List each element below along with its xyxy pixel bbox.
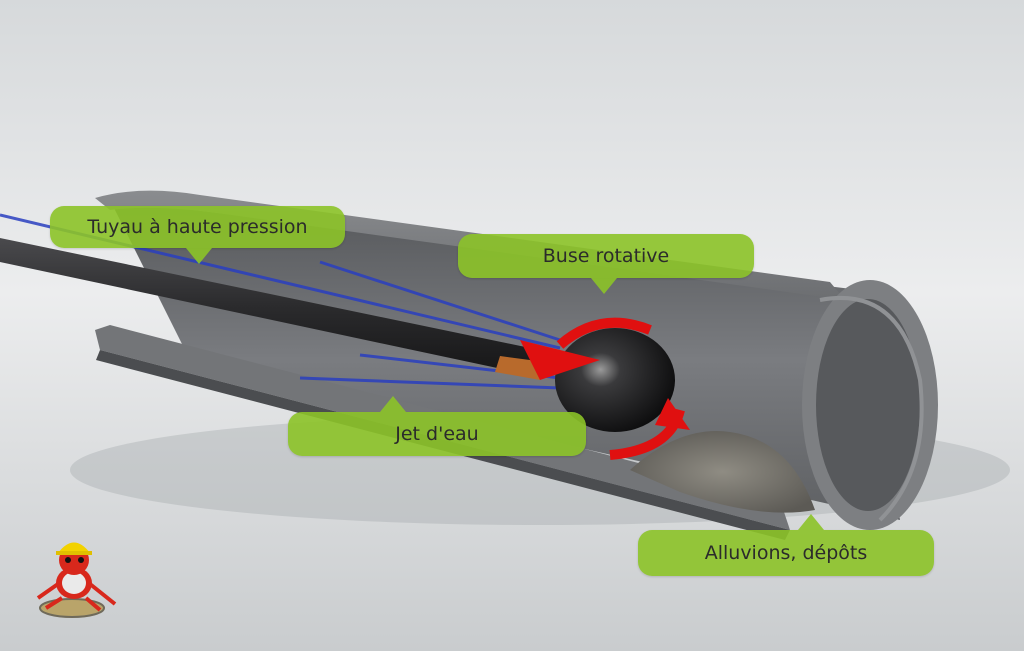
callout-pointer <box>798 514 824 530</box>
pipe-end-bevel <box>819 295 924 522</box>
rotation-arrow-lower-head-icon <box>655 398 690 430</box>
sediment-deposits <box>630 431 815 513</box>
pipe-end-opening <box>816 299 920 511</box>
callout-pointer <box>186 248 212 264</box>
high-pressure-hose <box>0 238 540 375</box>
callout-pointer <box>380 396 406 412</box>
callout-rotating-nozzle: Buse rotative <box>458 234 754 294</box>
callout-water-jet: Jet d'eau <box>288 396 586 456</box>
callout-high-pressure-hose: Tuyau à haute pression <box>50 206 345 264</box>
callout-label: Buse rotative <box>542 245 670 267</box>
rotating-nozzle-head <box>555 328 675 432</box>
rotation-arrow-head-icon <box>520 340 600 380</box>
callout-label: Alluvions, dépôts <box>704 542 868 564</box>
mascot-frog-icon <box>36 542 117 618</box>
callout-label: Jet d'eau <box>395 423 479 445</box>
rotation-arrow-icon <box>556 317 652 349</box>
callout-deposits: Alluvions, dépôts <box>638 514 934 576</box>
callout-pointer <box>591 278 617 294</box>
callout-label: Tuyau à haute pression <box>87 216 308 238</box>
